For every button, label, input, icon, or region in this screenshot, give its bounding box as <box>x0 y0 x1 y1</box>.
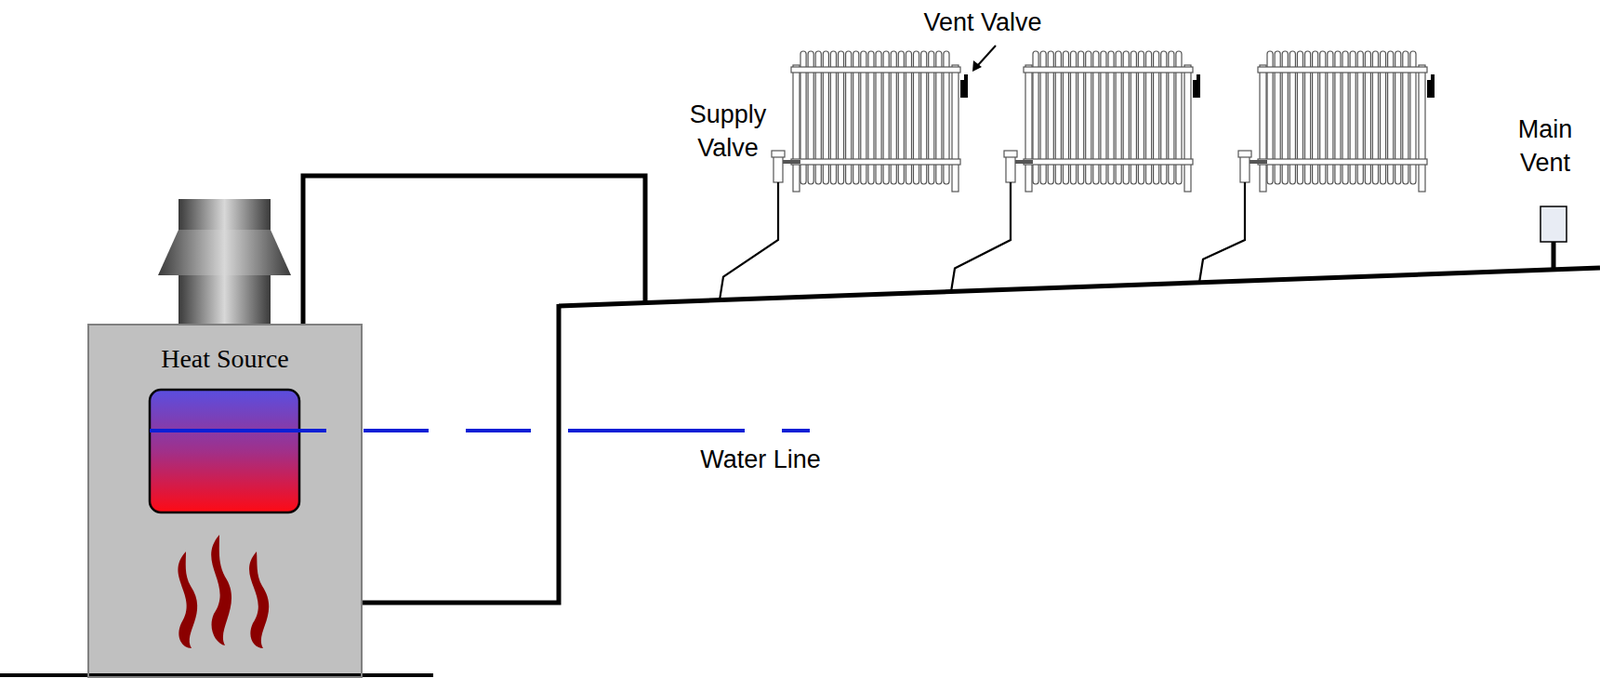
steam-main <box>558 267 1600 306</box>
water-tank <box>149 389 300 513</box>
radiator-leg <box>793 65 800 192</box>
radiator <box>1199 51 1435 283</box>
chimney-flue <box>178 275 271 324</box>
radiator-rail <box>791 158 961 165</box>
vent-valve <box>1430 74 1435 82</box>
radiator-rail <box>1257 158 1428 165</box>
supply-valve <box>1004 150 1018 158</box>
vent-valve <box>1192 79 1201 98</box>
part-label: Water Line <box>658 442 863 477</box>
main-vent <box>1540 206 1567 242</box>
vent-valve <box>964 74 968 82</box>
arrow-head <box>972 60 982 72</box>
radiator-rail <box>1023 66 1193 73</box>
branch-pipe <box>719 182 779 301</box>
radiator-rail <box>1023 158 1193 165</box>
supply-valve <box>782 159 801 164</box>
part-label: Supply Valve <box>667 97 789 165</box>
steam-riser <box>303 175 646 325</box>
node-title: Heat Source <box>89 343 361 374</box>
supply-valve <box>773 156 783 183</box>
boiler-body <box>87 323 363 678</box>
vent-valve <box>1427 79 1435 98</box>
part-label: Main Vent <box>1494 112 1597 180</box>
supply-valve <box>1240 156 1250 183</box>
radiator-leg <box>952 65 959 192</box>
chimney-top <box>178 198 271 231</box>
radiator-leg <box>1184 65 1191 192</box>
chimney-cap <box>158 229 291 276</box>
leader-line <box>978 45 996 66</box>
branch-pipe <box>951 182 1011 292</box>
supply-valve <box>771 150 785 158</box>
supply-valve <box>1238 150 1252 158</box>
radiator-rail <box>791 66 961 73</box>
supply-valve <box>1015 159 1033 164</box>
radiators <box>719 51 1435 301</box>
boiler-box: Heat Source <box>87 323 363 678</box>
radiator-leg <box>1025 65 1032 192</box>
radiator <box>951 51 1201 292</box>
radiator-rail <box>1257 66 1428 73</box>
part-label: Vent Valve <box>880 5 1085 40</box>
radiator-leg <box>1259 65 1267 192</box>
supply-valve <box>1249 159 1268 164</box>
branch-pipe <box>1199 182 1245 283</box>
radiator-leg <box>1418 65 1426 192</box>
main-vent-pipe <box>1551 240 1557 270</box>
flames <box>177 534 269 648</box>
water-line <box>149 428 817 433</box>
return-pipe <box>362 304 559 603</box>
vent-valve <box>960 79 968 98</box>
vent-valve <box>1196 74 1201 82</box>
radiator <box>719 51 968 301</box>
supply-valve <box>1005 156 1016 183</box>
